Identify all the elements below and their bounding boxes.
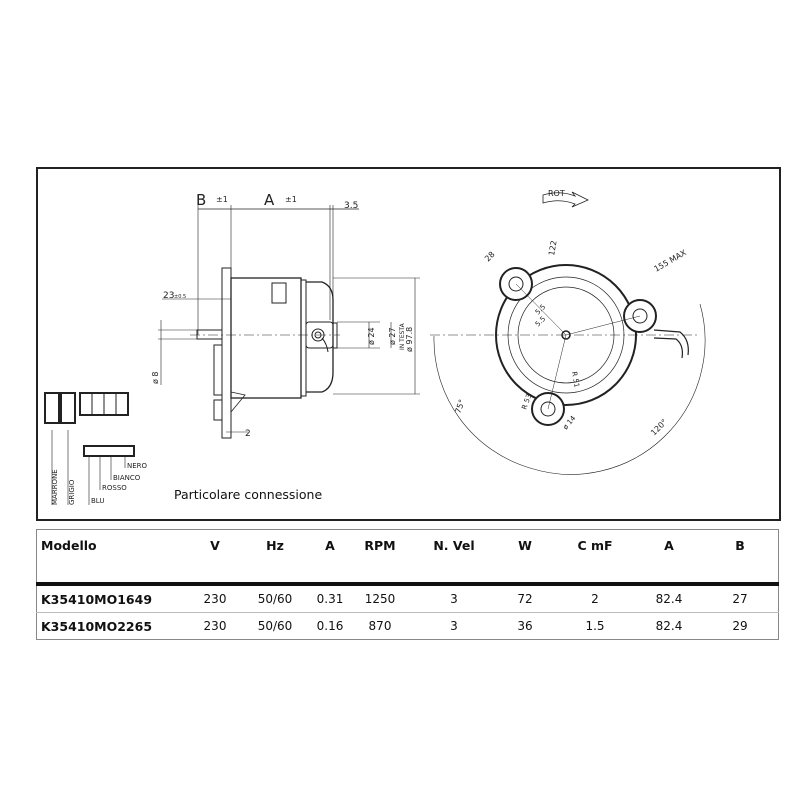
wire-label-rosso: ROSSO bbox=[102, 484, 127, 492]
dim-b: B bbox=[196, 191, 206, 209]
wire-label-blu: BLU bbox=[91, 497, 104, 505]
front-view bbox=[430, 191, 706, 475]
dim-dia-27: ø 27 bbox=[388, 327, 397, 345]
dim-r51: R 51 bbox=[570, 371, 581, 388]
header-w: W bbox=[518, 538, 532, 553]
header-c-mf: C mF bbox=[577, 538, 613, 553]
dim-angle-120: 120° bbox=[649, 417, 669, 437]
cell-model: K35410MO1649 bbox=[41, 591, 153, 607]
cell-a-current: 0.31 bbox=[316, 592, 344, 606]
wire-label-grigio: GRIGIO bbox=[68, 479, 76, 505]
dim-dia-24: ø 24 bbox=[367, 327, 376, 345]
wire-labels: MARRONE GRIGIO BLU ROSSO BIANCO NERO bbox=[51, 462, 148, 505]
cell-a-dim: 82.4 bbox=[655, 619, 683, 633]
header-n-vel: N. Vel bbox=[433, 538, 475, 553]
cell-c-mf: 2 bbox=[591, 592, 599, 606]
cell-hz: 50/60 bbox=[257, 592, 293, 606]
dim-angle-75: 75° bbox=[453, 398, 466, 414]
spec-table: Modello V Hz A RPM N. Vel W C mF A B K35… bbox=[36, 529, 779, 640]
dim-23-tol: ±0.5 bbox=[174, 294, 186, 300]
cell-n-vel: 3 bbox=[450, 592, 458, 606]
table-header-row: Modello V Hz A RPM N. Vel W C mF A B bbox=[36, 530, 779, 584]
dim-b-tol: ±1 bbox=[216, 195, 228, 204]
header-a-dim: A bbox=[664, 538, 674, 553]
table-row: K35410MO1649 230 50/60 0.31 1250 3 72 2 … bbox=[37, 584, 779, 613]
wire-label-marrone: MARRONE bbox=[51, 469, 59, 505]
cell-rpm: 870 bbox=[368, 619, 392, 633]
wire-label-nero: NERO bbox=[127, 462, 148, 470]
dim-dia-14: ø 14 bbox=[561, 414, 577, 431]
dim-155-max: 155 MAX bbox=[653, 248, 689, 274]
header-rpm: RPM bbox=[364, 538, 396, 553]
dim-5-5-a: 5.5 bbox=[534, 303, 548, 317]
cell-b-dim: 27 bbox=[732, 592, 748, 606]
rot-label: ROT bbox=[548, 189, 565, 198]
cell-hz: 50/60 bbox=[257, 619, 293, 633]
connection-detail bbox=[44, 392, 135, 505]
dim-122: 122 bbox=[547, 240, 559, 257]
header-v: V bbox=[210, 538, 220, 553]
dim-3-5: 3.5 bbox=[344, 201, 358, 211]
cell-a-current: 0.16 bbox=[316, 619, 344, 633]
dim-5-5-b: 5.5 bbox=[534, 315, 548, 329]
dim-a: A bbox=[264, 191, 275, 209]
dim-28: 28 bbox=[483, 250, 497, 264]
side-view-labels: B ±1 A ±1 3.5 23 ±0.5 2 ø 8 ø 24 ø 27 IN… bbox=[151, 191, 414, 439]
dim-dia-97-8: ø 97.8 bbox=[405, 327, 414, 352]
header-modello: Modello bbox=[41, 538, 97, 553]
connection-caption: Particolare connessione bbox=[174, 487, 323, 502]
cell-v: 230 bbox=[203, 619, 227, 633]
cell-c-mf: 1.5 bbox=[585, 619, 605, 633]
dim-in-testa: IN TESTA bbox=[399, 322, 406, 350]
dim-23: 23 bbox=[163, 291, 174, 301]
cell-w: 72 bbox=[517, 592, 533, 606]
header-a-current: A bbox=[325, 538, 335, 553]
header-b-dim: B bbox=[735, 538, 745, 553]
cell-rpm: 1250 bbox=[364, 592, 396, 606]
table-row: K35410MO2265 230 50/60 0.16 870 3 36 1.5… bbox=[36, 612, 779, 640]
cell-b-dim: 29 bbox=[732, 619, 748, 633]
cell-w: 36 bbox=[517, 619, 533, 633]
wire-label-bianco: BIANCO bbox=[113, 474, 141, 482]
header-hz: Hz bbox=[266, 538, 284, 553]
drawing-frame bbox=[36, 167, 781, 521]
dim-a-tol: ±1 bbox=[285, 195, 297, 204]
cell-model: K35410MO2265 bbox=[41, 618, 153, 634]
cell-n-vel: 3 bbox=[450, 619, 458, 633]
dim-dia-8: ø 8 bbox=[151, 371, 160, 384]
cell-a-dim: 82.4 bbox=[655, 592, 683, 606]
side-view bbox=[158, 205, 420, 439]
dim-2: 2 bbox=[245, 429, 251, 439]
cell-v: 230 bbox=[203, 592, 227, 606]
